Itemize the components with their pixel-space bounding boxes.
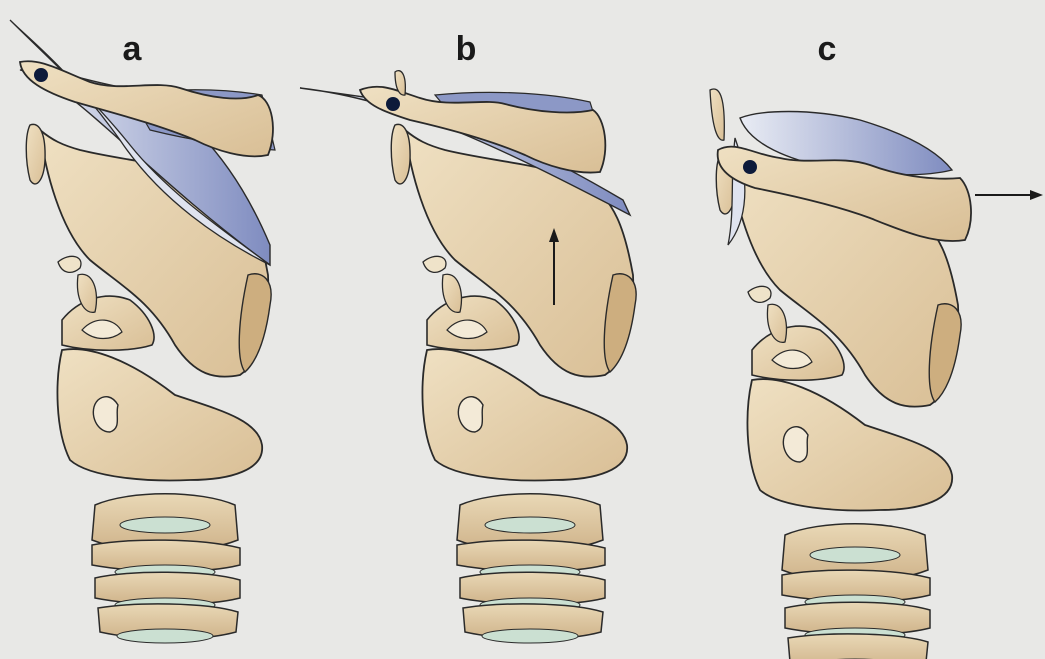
panel-label-c: c	[807, 30, 847, 69]
panel-b-larynx	[300, 71, 636, 643]
pivot-dot-icon	[386, 97, 400, 111]
pivot-dot-icon	[34, 68, 48, 82]
panel-label-a: a	[112, 30, 152, 69]
panel-label-b: b	[446, 30, 486, 69]
panel-c-larynx	[710, 89, 971, 659]
arrow-right-icon	[975, 190, 1043, 200]
panel-a-larynx	[10, 20, 275, 643]
pivot-dot-icon	[743, 160, 757, 174]
